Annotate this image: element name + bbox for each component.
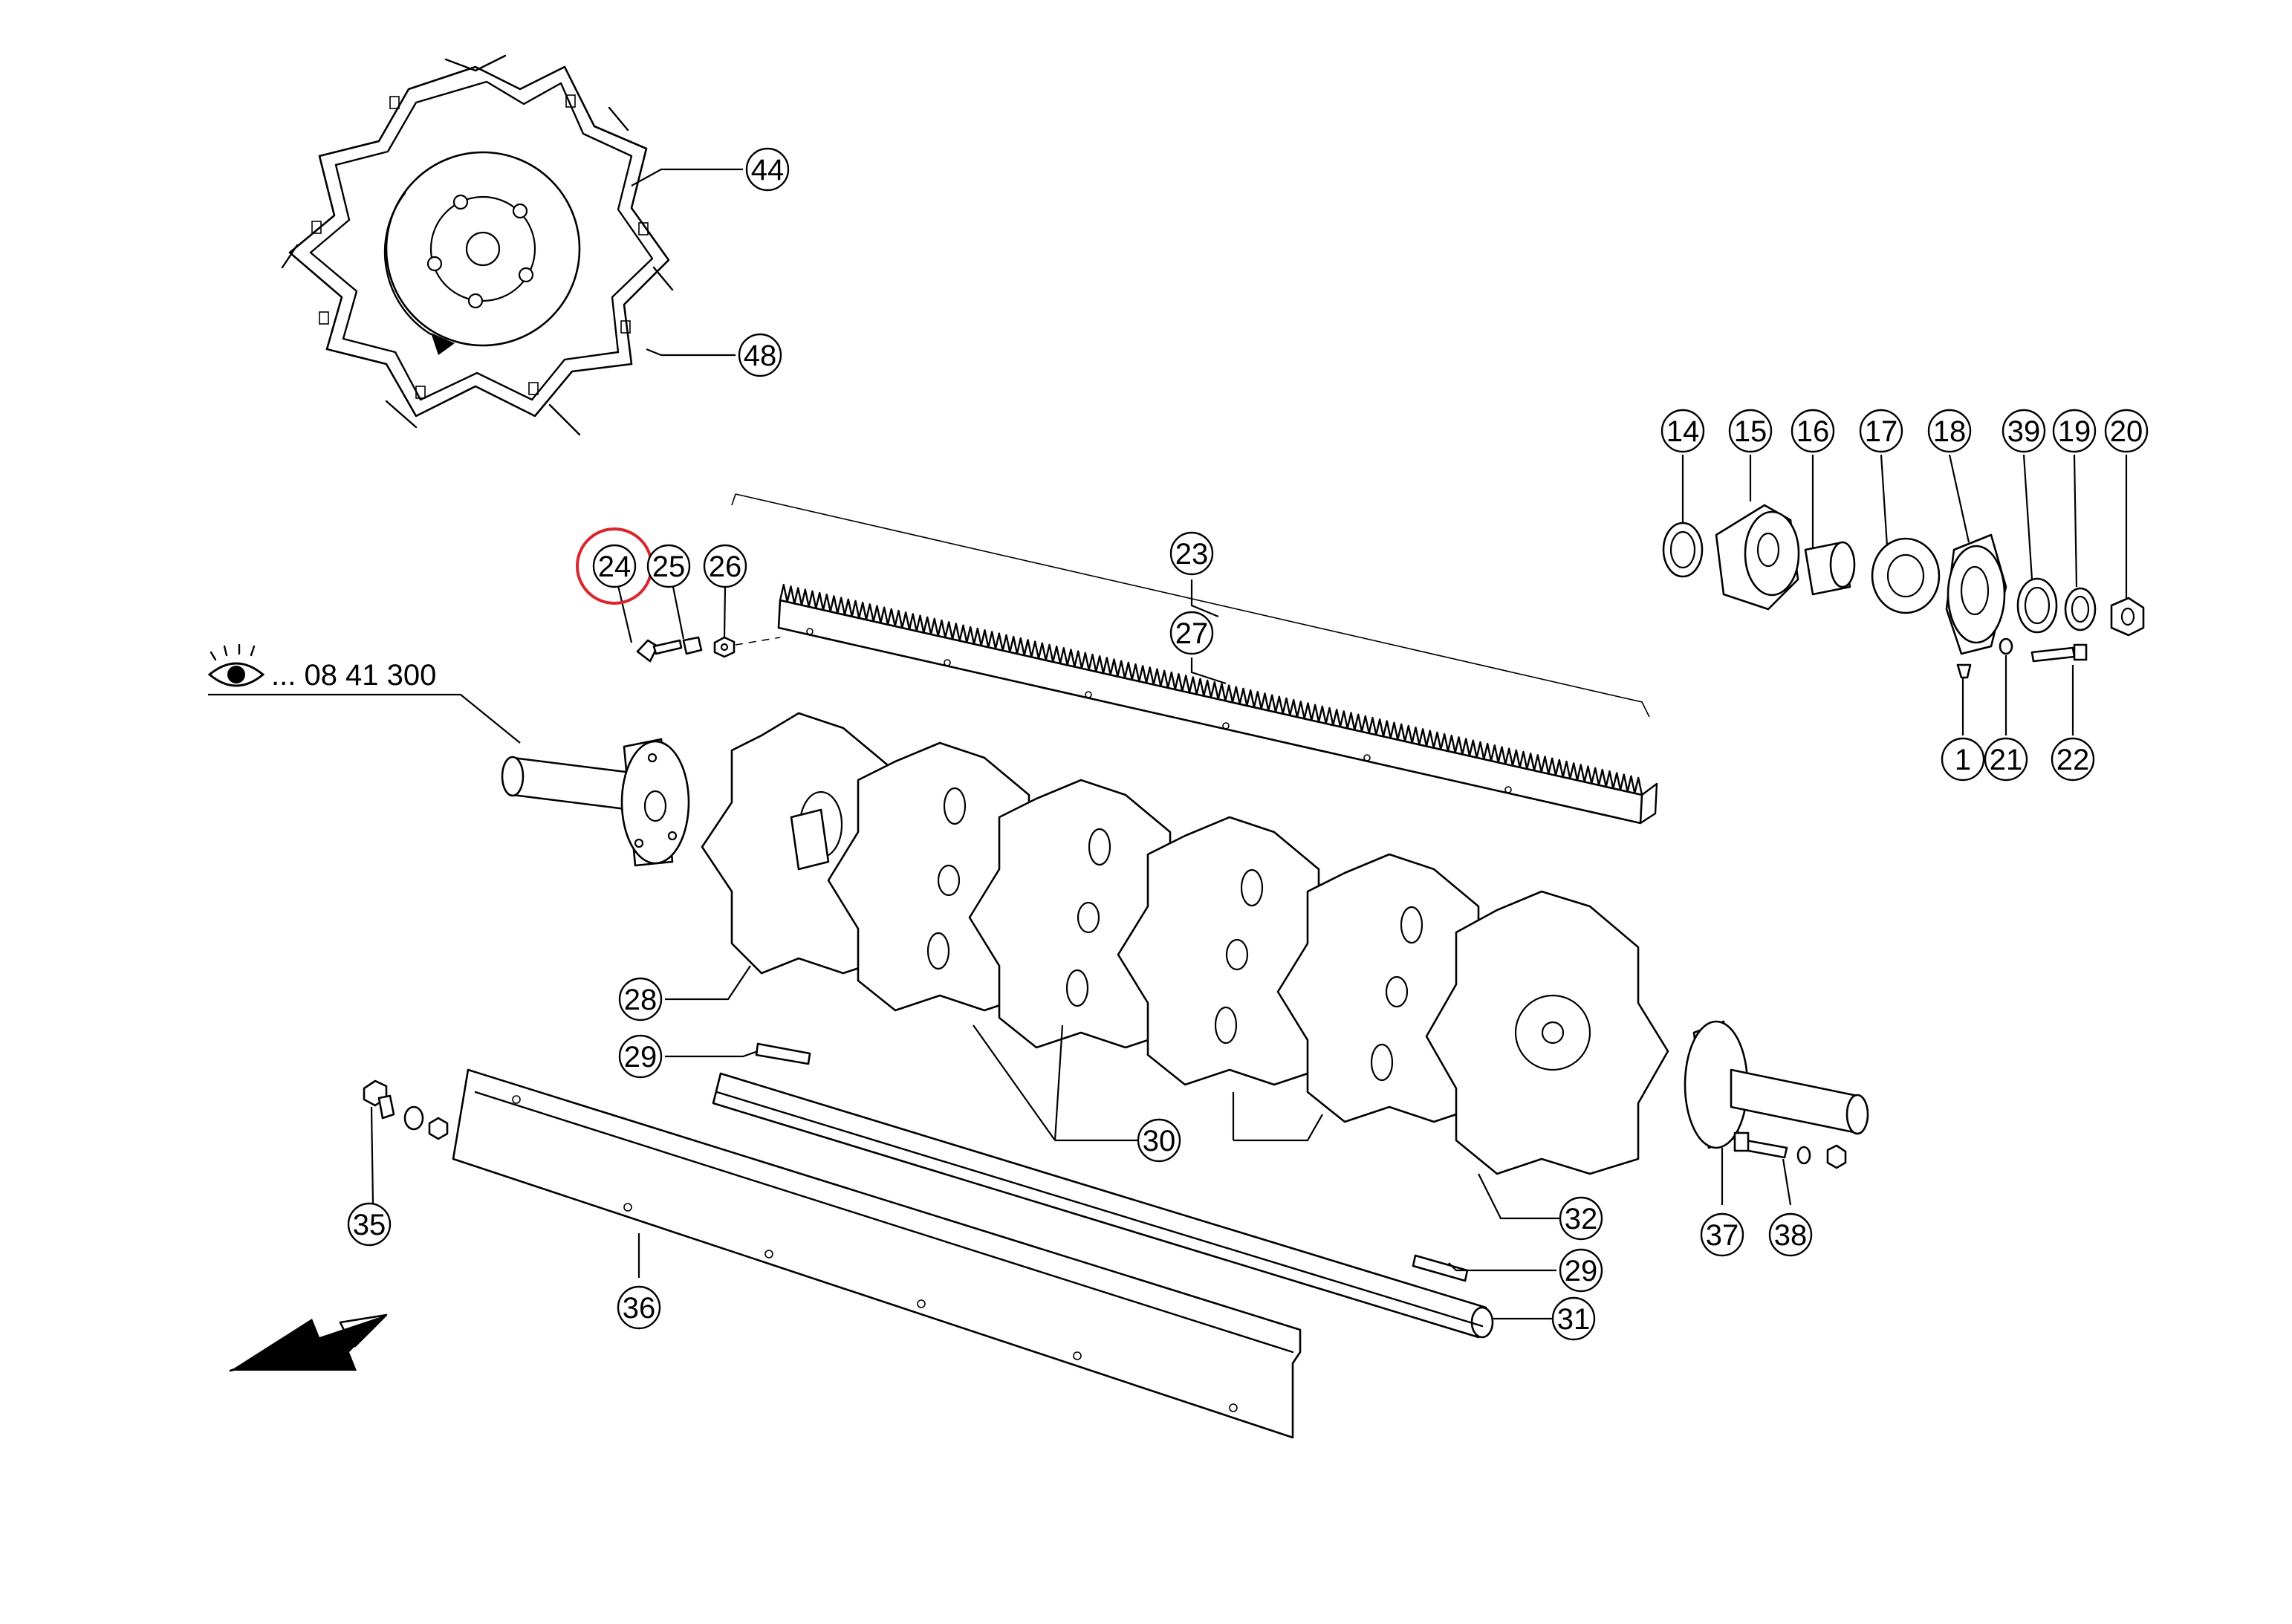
svg-text:28: 28: [624, 984, 658, 1016]
leader-lines: [370, 168, 2128, 1320]
callout-1[interactable]: 1: [1941, 737, 1985, 782]
left-shaft: [501, 738, 690, 867]
svg-text:48: 48: [744, 340, 777, 372]
key-29-lower: [1412, 1254, 1469, 1282]
callout-20[interactable]: 20: [2104, 409, 2149, 453]
svg-text:29: 29: [1565, 1255, 1598, 1287]
bearing-assembly: [1662, 504, 2145, 679]
svg-text:35: 35: [353, 1209, 386, 1241]
callout-14[interactable]: 14: [1660, 409, 1705, 453]
key-29-upper: [755, 1042, 811, 1065]
reference-note-text: ... 08 41 300: [271, 659, 436, 692]
cover-plate-36: [452, 1068, 1302, 1439]
callout-22[interactable]: 22: [2051, 737, 2095, 782]
svg-text:30: 30: [1143, 1125, 1176, 1157]
callout-21[interactable]: 21: [1984, 737, 2028, 782]
svg-text:14: 14: [1666, 415, 1700, 448]
svg-text:29: 29: [624, 1041, 658, 1074]
svg-text:16: 16: [1796, 415, 1830, 448]
callout-28[interactable]: 28: [618, 977, 663, 1022]
bolt-38: [1743, 1139, 1788, 1159]
svg-text:21: 21: [1990, 744, 2023, 776]
right-shaft: [1684, 1020, 1869, 1169]
svg-text:20: 20: [2110, 415, 2143, 448]
callouts: 44 48 14 15 16 17 18 39 19 20 1 21 22 23…: [347, 147, 2149, 1341]
callout-38[interactable]: 38: [1768, 1212, 1813, 1257]
star-discs: [701, 712, 1669, 1175]
callout-37[interactable]: 37: [1700, 1212, 1744, 1257]
star-wheel-detail: [281, 54, 674, 436]
callout-27[interactable]: 27: [1169, 611, 1214, 655]
svg-text:39: 39: [2007, 415, 2041, 448]
eye-icon: [207, 643, 265, 687]
callout-44[interactable]: 44: [745, 147, 790, 192]
svg-text:26: 26: [709, 550, 742, 583]
svg-text:19: 19: [2058, 415, 2091, 448]
svg-text:23: 23: [1175, 538, 1209, 571]
svg-text:1: 1: [1955, 744, 1971, 776]
callout-23[interactable]: 23: [1169, 531, 1214, 576]
callout-48[interactable]: 48: [738, 333, 782, 377]
callout-19[interactable]: 19: [2052, 409, 2097, 453]
grease-nipple-1: [1956, 663, 1972, 679]
svg-text:18: 18: [1933, 415, 1967, 448]
callout-30[interactable]: 30: [1137, 1118, 1181, 1163]
callout-35[interactable]: 35: [347, 1202, 392, 1247]
callout-24[interactable]: 24: [592, 544, 637, 588]
shaft-31: [712, 1072, 1494, 1339]
svg-text:38: 38: [1774, 1219, 1808, 1252]
star-disc-32: [1425, 890, 1669, 1175]
rack-bar: [731, 493, 1658, 825]
direction-arrow-icon: [229, 1313, 388, 1372]
callout-26[interactable]: 26: [703, 544, 747, 588]
svg-text:25: 25: [652, 550, 686, 583]
svg-text:32: 32: [1565, 1203, 1598, 1235]
callout-29-lower[interactable]: 29: [1559, 1248, 1603, 1293]
callout-25[interactable]: 25: [646, 544, 691, 588]
callout-17[interactable]: 17: [1859, 409, 1903, 453]
star-disc: [1117, 816, 1350, 1086]
callout-31[interactable]: 31: [1551, 1296, 1596, 1341]
svg-text:36: 36: [623, 1292, 656, 1325]
callout-39[interactable]: 39: [2002, 409, 2046, 453]
bolt-22: [2030, 646, 2076, 663]
callout-16[interactable]: 16: [1791, 409, 1835, 453]
callout-18[interactable]: 18: [1927, 409, 1972, 453]
svg-text:31: 31: [1557, 1303, 1591, 1336]
bolt-35-set: [363, 1079, 449, 1140]
svg-text:37: 37: [1706, 1219, 1739, 1252]
svg-text:24: 24: [598, 550, 632, 583]
svg-text:15: 15: [1734, 415, 1767, 448]
svg-text:27: 27: [1175, 617, 1209, 650]
fastener-set-24-26: [636, 636, 781, 663]
callout-36[interactable]: 36: [617, 1285, 661, 1330]
svg-text:22: 22: [2056, 744, 2090, 776]
reference-note: ... 08 41 300: [207, 643, 521, 744]
callout-29-upper[interactable]: 29: [618, 1034, 663, 1079]
square-washer-25: [682, 636, 703, 655]
callout-15[interactable]: 15: [1728, 409, 1773, 453]
svg-text:44: 44: [751, 154, 785, 186]
svg-text:17: 17: [1865, 415, 1898, 448]
callout-32[interactable]: 32: [1559, 1196, 1603, 1241]
